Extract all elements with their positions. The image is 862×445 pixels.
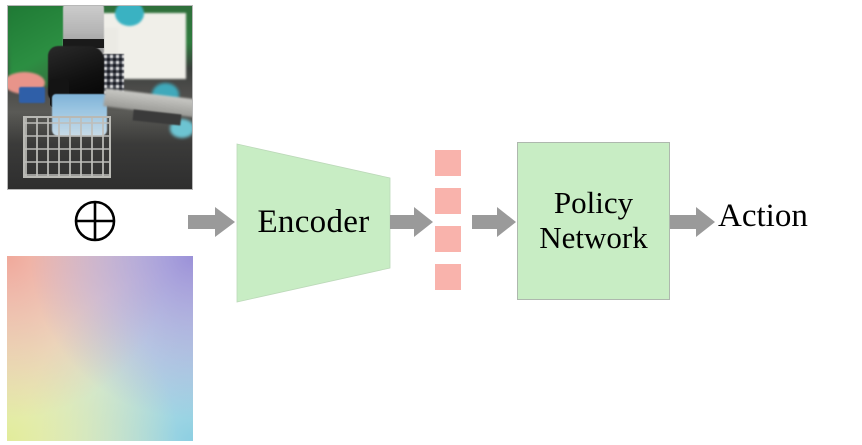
policy-network-block[interactable]: Policy Network [517, 142, 670, 300]
blue-block [19, 86, 45, 103]
robot-gripper-photo [7, 5, 193, 190]
encoder-block[interactable] [236, 140, 391, 305]
arrow-latent-to-policy [472, 205, 517, 239]
policy-network-label-line-2: Network [539, 220, 648, 255]
latent-token-3 [435, 226, 461, 252]
action-output-label: Action [718, 198, 808, 234]
photo-teal-blob-top [114, 6, 145, 27]
arrow-policy-to-action [670, 205, 716, 239]
robot-arm-band [63, 38, 104, 49]
encoder-label: Encoder [257, 204, 370, 240]
arrow-input-to-encoder [188, 205, 236, 239]
policy-network-label-line-1: Policy [553, 185, 634, 221]
circled-plus-icon [72, 198, 118, 244]
latent-token-1 [435, 150, 461, 176]
latent-token-2 [435, 188, 461, 214]
latent-token-4 [435, 264, 461, 290]
arrow-encoder-to-latent [390, 205, 434, 239]
latent-tokens [435, 150, 461, 290]
wire-dish-rack [22, 115, 112, 179]
pastel-gradient-map [7, 256, 193, 441]
